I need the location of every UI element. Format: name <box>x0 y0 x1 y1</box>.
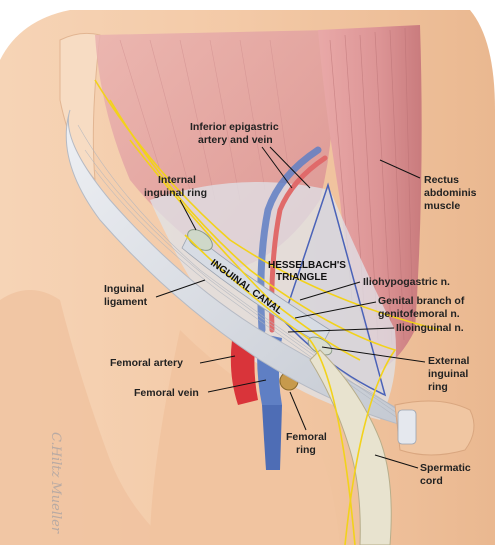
hip-skin-shade <box>0 290 170 545</box>
ilioinguinal-nerve <box>109 99 397 545</box>
label-femoral-ring-2: ring <box>296 444 316 456</box>
label-inguinal-ligament-1: Inguinal <box>104 283 144 295</box>
femoral-vein-lower <box>262 405 282 470</box>
muscle-fibers <box>119 39 291 201</box>
label-inguinal-ligament-2: ligament <box>104 296 148 308</box>
label-femoral-ring-1: Femoral <box>286 431 327 443</box>
label-internal-ring-1: Internal <box>158 174 196 186</box>
leader-lines <box>155 146 426 469</box>
label-external-ring-3: ring <box>428 381 448 393</box>
label-ilioinguinal: Ilioinguinal n. <box>396 322 464 334</box>
label-external-ring-1: External <box>428 355 470 367</box>
label-femoral-artery: Femoral artery <box>110 357 183 369</box>
label-femoral-vein: Femoral vein <box>134 387 199 399</box>
label-rectus-3: muscle <box>424 200 460 212</box>
label-hesselbach-2: TRIANGLE <box>276 272 327 283</box>
artist-signature: C.Hiltz Mueller <box>48 432 63 534</box>
label-genital-branch-1: Genital branch of <box>378 295 465 307</box>
thigh-skin <box>150 330 340 545</box>
internal-inguinal-ring <box>187 229 213 251</box>
label-external-ring-2: inguinal <box>428 368 468 380</box>
nerves <box>94 79 441 545</box>
label-inferior-epigastric-1: Inferior epigastric <box>190 121 279 133</box>
label-genital-branch-2: genitofemoral n. <box>378 308 460 320</box>
genital-branch-nerve <box>184 234 356 545</box>
label-spermatic-2: cord <box>420 475 443 487</box>
spermatic-cord <box>309 349 392 545</box>
label-iliohypogastric: Iliohypogastric n. <box>363 276 450 288</box>
cord-bands <box>397 409 417 445</box>
label-spermatic-1: Spermatic <box>420 462 471 474</box>
label-internal-ring-2: inguinal ring <box>144 187 207 199</box>
label-hesselbach-1: HESSELBACH'S <box>268 260 346 271</box>
label-inferior-epigastric-2: artery and vein <box>198 134 273 146</box>
rectus-fibers <box>329 27 414 346</box>
nerve-branch-lower <box>129 139 361 361</box>
label-rectus-1: Rectus <box>424 174 459 186</box>
label-rectus-2: abdominis <box>424 187 477 199</box>
